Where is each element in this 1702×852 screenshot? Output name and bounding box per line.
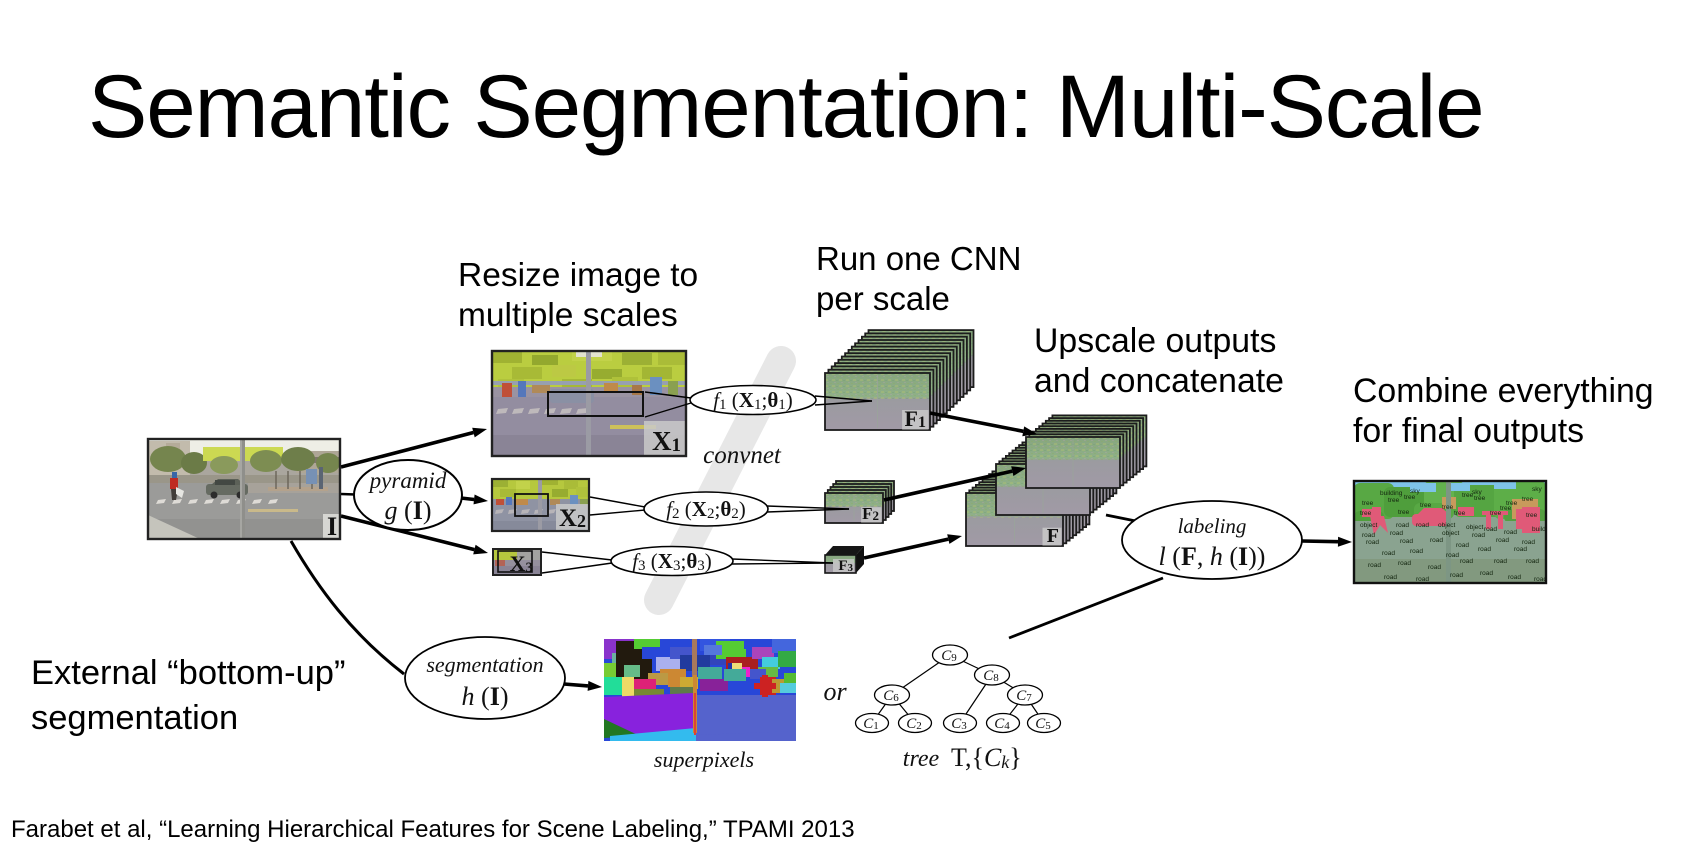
svg-text:tree: tree: [1360, 510, 1372, 517]
svg-text:road: road: [1390, 530, 1403, 537]
svg-text:tree: tree: [1490, 510, 1502, 517]
svg-text:road: road: [1450, 572, 1463, 579]
svg-text:road: road: [1478, 546, 1491, 553]
svg-text:road: road: [1430, 537, 1443, 544]
svg-text:road: road: [1446, 552, 1459, 559]
svg-text:road: road: [1416, 522, 1429, 529]
svg-text:road: road: [1522, 539, 1535, 546]
svg-text:build: build: [1532, 526, 1546, 533]
svg-text:f2 (X2;θ2): f2 (X2;θ2): [666, 497, 746, 522]
svg-text:tree: tree: [1462, 492, 1474, 499]
svg-text:C5: C5: [1035, 716, 1051, 732]
svg-text:tree: tree: [1500, 505, 1512, 512]
svg-text:C3: C3: [951, 716, 967, 732]
svg-text:road: road: [1384, 574, 1397, 581]
svg-text:tree: tree: [903, 746, 940, 772]
svg-text:road: road: [1362, 532, 1375, 539]
svg-text:or: or: [823, 677, 847, 706]
svg-text:tree: tree: [1404, 494, 1416, 501]
svg-text:tree: tree: [1454, 510, 1466, 517]
svg-text:road: road: [1504, 529, 1517, 536]
svg-text:road: road: [1480, 570, 1493, 577]
svg-text:h (I): h (I): [462, 682, 509, 711]
svg-text:road: road: [1514, 546, 1527, 553]
svg-text:X2: X2: [559, 505, 586, 532]
svg-text:convnet: convnet: [703, 442, 782, 469]
svg-text:C8: C8: [983, 668, 999, 684]
svg-text:C6: C6: [883, 688, 899, 704]
svg-text:road: road: [1382, 550, 1395, 557]
svg-text:tree: tree: [1388, 497, 1400, 504]
svg-text:road: road: [1496, 537, 1509, 544]
svg-text:C7: C7: [1016, 688, 1032, 704]
svg-text:l (F, h (I)): l (F, h (I)): [1159, 542, 1266, 571]
svg-text:road: road: [1398, 560, 1411, 567]
svg-text:C4: C4: [994, 716, 1010, 732]
svg-text:object: object: [1466, 524, 1484, 531]
svg-text:tree: tree: [1420, 502, 1432, 509]
svg-text:road: road: [1396, 522, 1409, 529]
svg-text:road: road: [1526, 558, 1539, 565]
svg-text:road: road: [1400, 538, 1413, 545]
svg-text:object: object: [1360, 522, 1378, 529]
svg-text:superpixels: superpixels: [654, 747, 754, 772]
svg-text:tree: tree: [1522, 496, 1534, 503]
svg-text:C1: C1: [863, 716, 879, 732]
svg-text:road: road: [1460, 558, 1473, 565]
svg-text:F2: F2: [862, 504, 879, 523]
svg-text:tree: tree: [1398, 509, 1410, 516]
svg-text:tree: tree: [1442, 504, 1454, 511]
svg-text:sky: sky: [1532, 486, 1543, 493]
svg-text:road: road: [1534, 576, 1547, 583]
svg-text:tree: tree: [1474, 495, 1486, 502]
svg-text:pyramid: pyramid: [368, 468, 447, 493]
svg-text:road: road: [1428, 564, 1441, 571]
svg-text:f1 (X1;θ1): f1 (X1;θ1): [713, 388, 793, 413]
svg-text:C2: C2: [906, 716, 922, 732]
svg-text:road: road: [1494, 558, 1507, 565]
svg-text:T,{Ck}: T,{Ck}: [951, 743, 1022, 772]
svg-text:road: road: [1366, 539, 1379, 546]
svg-text:road: road: [1368, 562, 1381, 569]
svg-text:tree: tree: [1506, 500, 1518, 507]
svg-text:segmentation: segmentation: [426, 652, 543, 677]
svg-text:object: object: [1442, 530, 1460, 537]
svg-text:g (I): g (I): [385, 496, 432, 525]
svg-text:F3: F3: [838, 558, 853, 574]
svg-text:road: road: [1416, 576, 1429, 583]
svg-text:building: building: [1380, 490, 1403, 497]
svg-text:sky: sky: [1410, 488, 1421, 495]
svg-text:labeling: labeling: [1178, 514, 1247, 538]
svg-text:C9: C9: [941, 648, 957, 664]
svg-text:road: road: [1484, 526, 1497, 533]
svg-text:road: road: [1456, 542, 1469, 549]
svg-text:road: road: [1508, 574, 1521, 581]
svg-text:I: I: [327, 512, 337, 541]
svg-text:tree: tree: [1362, 500, 1374, 507]
svg-text:f3 (X3;θ3): f3 (X3;θ3): [632, 549, 712, 574]
svg-text:F: F: [1047, 525, 1059, 547]
svg-text:road: road: [1410, 548, 1423, 555]
svg-text:tree: tree: [1526, 512, 1538, 519]
svg-text:object: object: [1438, 522, 1456, 529]
svg-text:road: road: [1472, 532, 1485, 539]
svg-text:sky: sky: [1472, 489, 1483, 496]
